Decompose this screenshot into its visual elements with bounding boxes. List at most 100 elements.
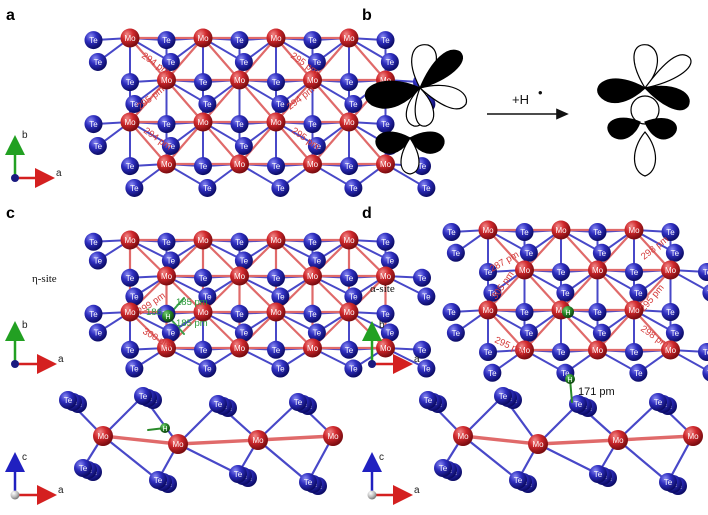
panel-d-mo-atom: Mo	[661, 340, 680, 360]
panel-c-te-atom: Te	[84, 304, 103, 323]
panel-c-h-atom: H	[162, 310, 174, 322]
panel-label-c: c	[6, 205, 15, 222]
panel-c-mo-atom: Mo	[303, 266, 322, 286]
svg-text:Mo: Mo	[161, 272, 173, 281]
panel-c-mo-atom: Mo	[193, 302, 213, 322]
panel-c-mo-side: Mo	[168, 434, 188, 454]
panel-c-bond-side-momo	[176, 438, 260, 446]
svg-text:Te: Te	[304, 478, 313, 487]
svg-text:Te: Te	[313, 329, 322, 338]
panel-c-mo-atom: Mo	[376, 266, 395, 286]
svg-text:Te: Te	[666, 228, 675, 237]
panel-d-te-atom: Te	[592, 323, 611, 342]
panel-a-te-atom: Te	[234, 52, 253, 71]
panel-a-mo-atom: Mo	[193, 28, 213, 48]
panel-c-te-atom: Te	[234, 323, 253, 342]
panel-d-te-atom: Te	[483, 363, 502, 382]
panel-d-te-atom: Te	[592, 243, 611, 262]
svg-text:Te: Te	[234, 470, 243, 479]
svg-text:Mo: Mo	[665, 266, 677, 275]
panel-c-te-atom: Te	[161, 323, 180, 342]
panel-c-te-atom: Te	[271, 359, 290, 378]
panel-c-te-atom: Te	[340, 268, 358, 287]
svg-text:Te: Te	[89, 238, 98, 247]
panel-d-te-atom: Te	[519, 243, 538, 262]
panel-c-te-atom: Te	[84, 232, 103, 251]
svg-text:Te: Te	[199, 274, 208, 283]
svg-text:Te: Te	[381, 120, 390, 129]
panel-c-te-atom: Te	[417, 359, 436, 378]
panel-c-distance-4: 185 pm	[176, 318, 208, 329]
svg-text:Te: Te	[214, 400, 223, 409]
svg-text:Te: Te	[499, 392, 508, 401]
panel-c-te-atom: Te	[230, 304, 249, 323]
panel-a-mo-atom: Mo	[266, 28, 286, 48]
svg-text:Te: Te	[313, 58, 322, 67]
panel-d-bond-side-momo	[616, 434, 695, 442]
svg-text:Te: Te	[167, 58, 176, 67]
svg-text:Te: Te	[557, 268, 566, 277]
svg-text:Mo: Mo	[343, 34, 355, 43]
panel-label-a: a	[6, 7, 15, 24]
svg-text:Te: Te	[126, 346, 135, 355]
panel-c-te-atom: Te	[413, 268, 431, 287]
panel-a-mo-atom: Mo	[266, 112, 286, 132]
panel-d-te-side: Te	[419, 391, 437, 409]
panel-d-h-side: H	[565, 374, 575, 384]
panel-c-te-atom: Te	[267, 340, 285, 359]
svg-text:Te: Te	[349, 365, 358, 374]
panel-c-mo-atom: Mo	[339, 302, 359, 322]
panel-a-mo-atom: Mo	[120, 28, 140, 48]
svg-text:Te: Te	[386, 257, 395, 266]
panel-d-te-atom: Te	[552, 263, 570, 281]
svg-text:Te: Te	[418, 274, 427, 283]
svg-text:Te: Te	[276, 365, 285, 374]
svg-text:Mo: Mo	[628, 306, 640, 315]
panel-c-distance-3: 185 pm	[176, 297, 208, 308]
svg-text:Te: Te	[162, 36, 171, 45]
svg-text:Te: Te	[634, 289, 643, 298]
panel-d-te-atom: Te	[446, 323, 465, 342]
panel-c-bond-side-momo	[101, 434, 180, 446]
panel-d-te-atom: Te	[625, 263, 643, 281]
svg-text:Te: Te	[654, 398, 663, 407]
panel-label-b: b	[362, 7, 372, 24]
svg-text:Mo: Mo	[97, 432, 109, 441]
svg-text:Te: Te	[386, 329, 395, 338]
svg-text:Te: Te	[484, 348, 493, 357]
panel-a-mo-atom: Mo	[303, 154, 322, 174]
svg-text:Mo: Mo	[380, 76, 392, 85]
svg-text:Mo: Mo	[197, 118, 209, 127]
panel-a-mo-atom: Mo	[230, 70, 249, 90]
panel-c-h-side: H	[160, 423, 170, 433]
svg-text:Mo: Mo	[380, 160, 392, 169]
panel-d-te-side: Te	[494, 387, 512, 405]
panel-a-te-atom: Te	[121, 73, 139, 92]
panel-d-mo-atom: Mo	[515, 340, 534, 360]
panel-d-h-distance: 171 pm	[578, 386, 615, 398]
svg-text:Te: Te	[598, 249, 607, 258]
svg-text:Mo: Mo	[482, 306, 494, 315]
svg-text:Te: Te	[89, 36, 98, 45]
svg-text:Te: Te	[240, 329, 249, 338]
svg-text:Mo: Mo	[161, 76, 173, 85]
panel-d-mo-atom: Mo	[661, 260, 680, 280]
panel-c-mo-side: Mo	[248, 430, 268, 450]
svg-text:Mo: Mo	[270, 118, 282, 127]
panel-d-mo-atom: Mo	[551, 220, 571, 240]
panel-d-te-atom: Te	[519, 323, 538, 342]
axis-label-d-a2: a	[414, 485, 420, 496]
panel-d-axes-bottom: a c	[362, 452, 420, 505]
panel-d-te-atom: Te	[665, 243, 684, 262]
svg-text:H: H	[165, 314, 170, 321]
svg-text:Te: Te	[240, 142, 249, 151]
svg-text:Mo: Mo	[343, 308, 355, 317]
svg-text:Mo: Mo	[270, 236, 282, 245]
svg-text:Te: Te	[276, 184, 285, 193]
panel-c-te-atom: Te	[380, 323, 399, 342]
svg-text:Te: Te	[345, 162, 354, 171]
svg-text:Te: Te	[272, 78, 281, 87]
panel-a-lattice: TeTeTeTeTeTeTeTeTeTeTeTeTeTeTeTeTeTeTeTe…	[4, 28, 436, 197]
svg-text:Te: Te	[64, 396, 73, 405]
panel-a-te-atom: Te	[271, 178, 290, 197]
